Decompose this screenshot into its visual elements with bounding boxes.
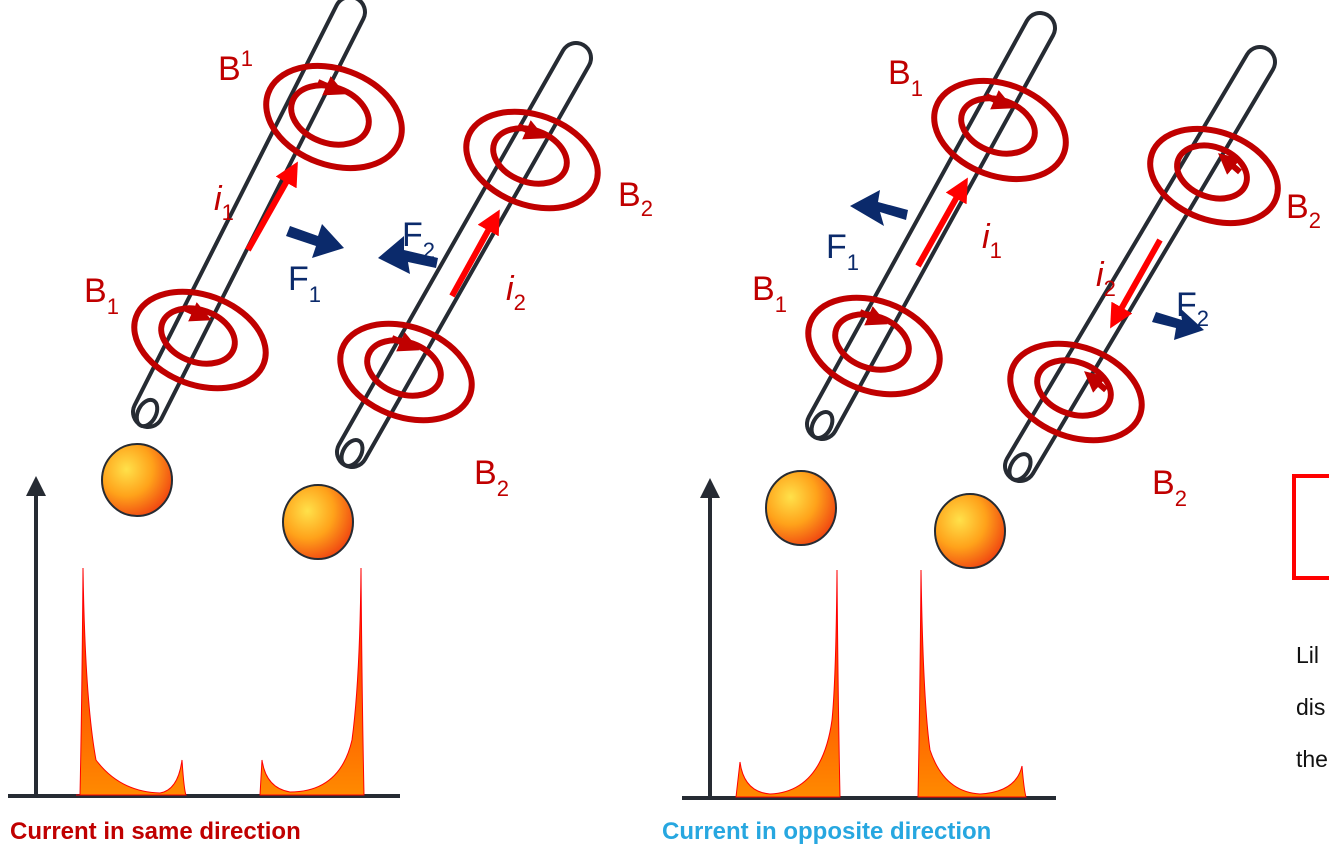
right-wire-2 bbox=[1003, 45, 1281, 483]
right-b1-top-label: B1 bbox=[888, 54, 923, 101]
right-wire1-current-arrow bbox=[915, 177, 968, 268]
side-text-line-2: dis bbox=[1296, 694, 1326, 720]
left-force-2-arrow bbox=[378, 236, 438, 274]
left-b2-bottom-label: B2 bbox=[474, 454, 509, 501]
left-peak-1 bbox=[76, 567, 187, 796]
left-i1-label: i1 bbox=[214, 180, 234, 225]
right-droplet-2 bbox=[934, 493, 1006, 569]
side-text-line-1: Lil bbox=[1296, 642, 1320, 668]
right-b2-bottom-label: B2 bbox=[1152, 464, 1187, 511]
left-wire2-field-top bbox=[463, 108, 601, 212]
side-text-line-3: the bbox=[1296, 746, 1328, 772]
left-i2-label: i2 bbox=[506, 270, 526, 315]
right-force-1-arrow bbox=[850, 190, 908, 226]
left-peak-2 bbox=[259, 567, 365, 796]
partial-red-box bbox=[1292, 474, 1329, 580]
left-spectrum bbox=[8, 476, 400, 798]
right-spectrum bbox=[682, 478, 1056, 800]
left-wire-2 bbox=[335, 41, 601, 469]
right-droplet-1 bbox=[765, 470, 837, 546]
left-wire1-current-arrow bbox=[245, 161, 298, 252]
left-wire1-field-top bbox=[263, 62, 405, 172]
right-wire-1 bbox=[805, 11, 1069, 441]
left-wire1-field-bottom bbox=[131, 288, 269, 392]
right-i2-label: i2 bbox=[1096, 256, 1116, 301]
right-wire2-field-top bbox=[1147, 125, 1281, 227]
right-wire1-field-bottom bbox=[805, 294, 943, 398]
left-wire-1 bbox=[131, 0, 405, 429]
right-wire1-field-top bbox=[931, 77, 1069, 183]
left-droplet-2 bbox=[282, 484, 354, 560]
left-wire2-field-bottom bbox=[337, 320, 475, 424]
right-force-2-arrow bbox=[1152, 308, 1204, 340]
right-b1-bottom-label: B1 bbox=[752, 270, 787, 317]
left-droplet-1 bbox=[101, 443, 173, 517]
left-b1-bottom-label: B1 bbox=[84, 272, 119, 319]
left-b1-top-label: B1 bbox=[218, 46, 253, 88]
left-f2-label: F2 bbox=[402, 216, 435, 263]
right-i1-label: i1 bbox=[982, 218, 1002, 263]
right-wire2-current-arrow bbox=[1110, 238, 1163, 329]
right-b2-top-label: B2 bbox=[1286, 188, 1321, 233]
left-force-1-arrow bbox=[286, 224, 344, 258]
right-f2-label: F2 bbox=[1176, 286, 1209, 331]
right-panel: B1 B1 i1 F1 B2 B2 i2 F2 bbox=[682, 11, 1321, 800]
right-wire2-field-bottom bbox=[1007, 340, 1145, 444]
left-b2-top-label: B2 bbox=[618, 176, 653, 221]
right-peak-1 bbox=[735, 569, 841, 798]
left-caption: Current in same direction bbox=[10, 818, 301, 845]
left-f1-label: F1 bbox=[288, 260, 321, 307]
left-wire2-current-arrow bbox=[449, 209, 500, 298]
left-panel: B1 B1 i1 F1 B2 B2 i2 F2 bbox=[8, 0, 653, 798]
right-caption: Current in opposite direction bbox=[662, 818, 992, 845]
right-peak-2 bbox=[917, 569, 1027, 798]
right-f1-label: F1 bbox=[826, 228, 859, 275]
